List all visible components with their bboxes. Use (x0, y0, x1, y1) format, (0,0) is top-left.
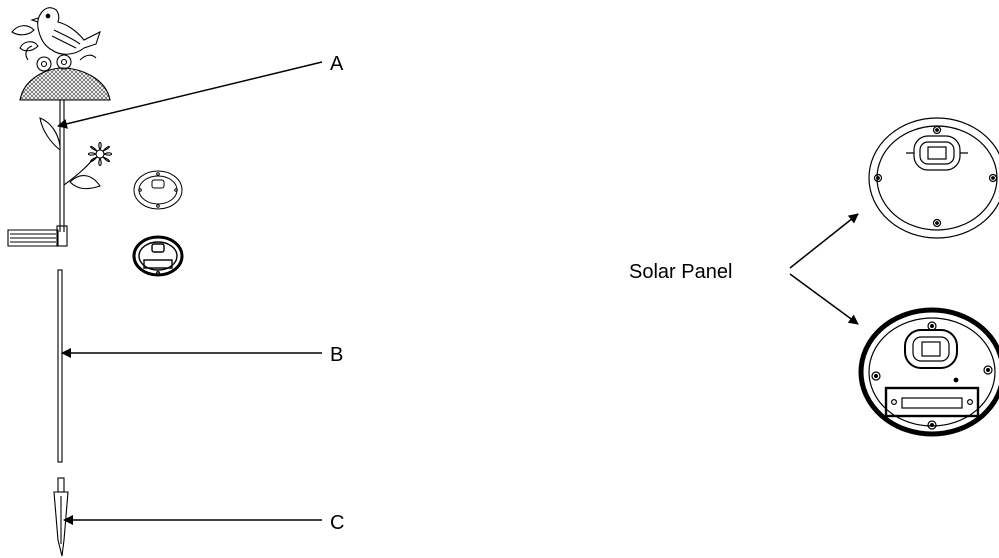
small-solar-panel-top (133, 170, 183, 210)
part-c-spike (53, 477, 69, 557)
bird-foliage (11, 25, 97, 72)
part-b-rod (57, 269, 63, 463)
arrow-a (57, 61, 323, 129)
leaf-left (39, 117, 61, 151)
label-solar-panel: Solar Panel (629, 261, 733, 283)
stem (59, 100, 65, 232)
part-a-top-assembly (7, 7, 113, 247)
large-solar-panel-top (868, 117, 999, 239)
label-part-a: A (330, 53, 344, 75)
arrow-solar-top (789, 213, 859, 269)
flower-branch (63, 157, 95, 186)
large-solar-panel-bottom (858, 307, 999, 437)
flower (87, 141, 113, 167)
leaf-lower (69, 175, 101, 190)
side-arm (7, 229, 59, 247)
small-solar-panel-bottom (132, 235, 184, 277)
label-part-b: B (330, 344, 344, 366)
stem-base-collar (56, 225, 68, 247)
dome-shade (19, 67, 111, 101)
bird-figure (30, 7, 101, 55)
label-part-c: C (330, 512, 345, 534)
arrow-solar-bottom (789, 273, 859, 325)
